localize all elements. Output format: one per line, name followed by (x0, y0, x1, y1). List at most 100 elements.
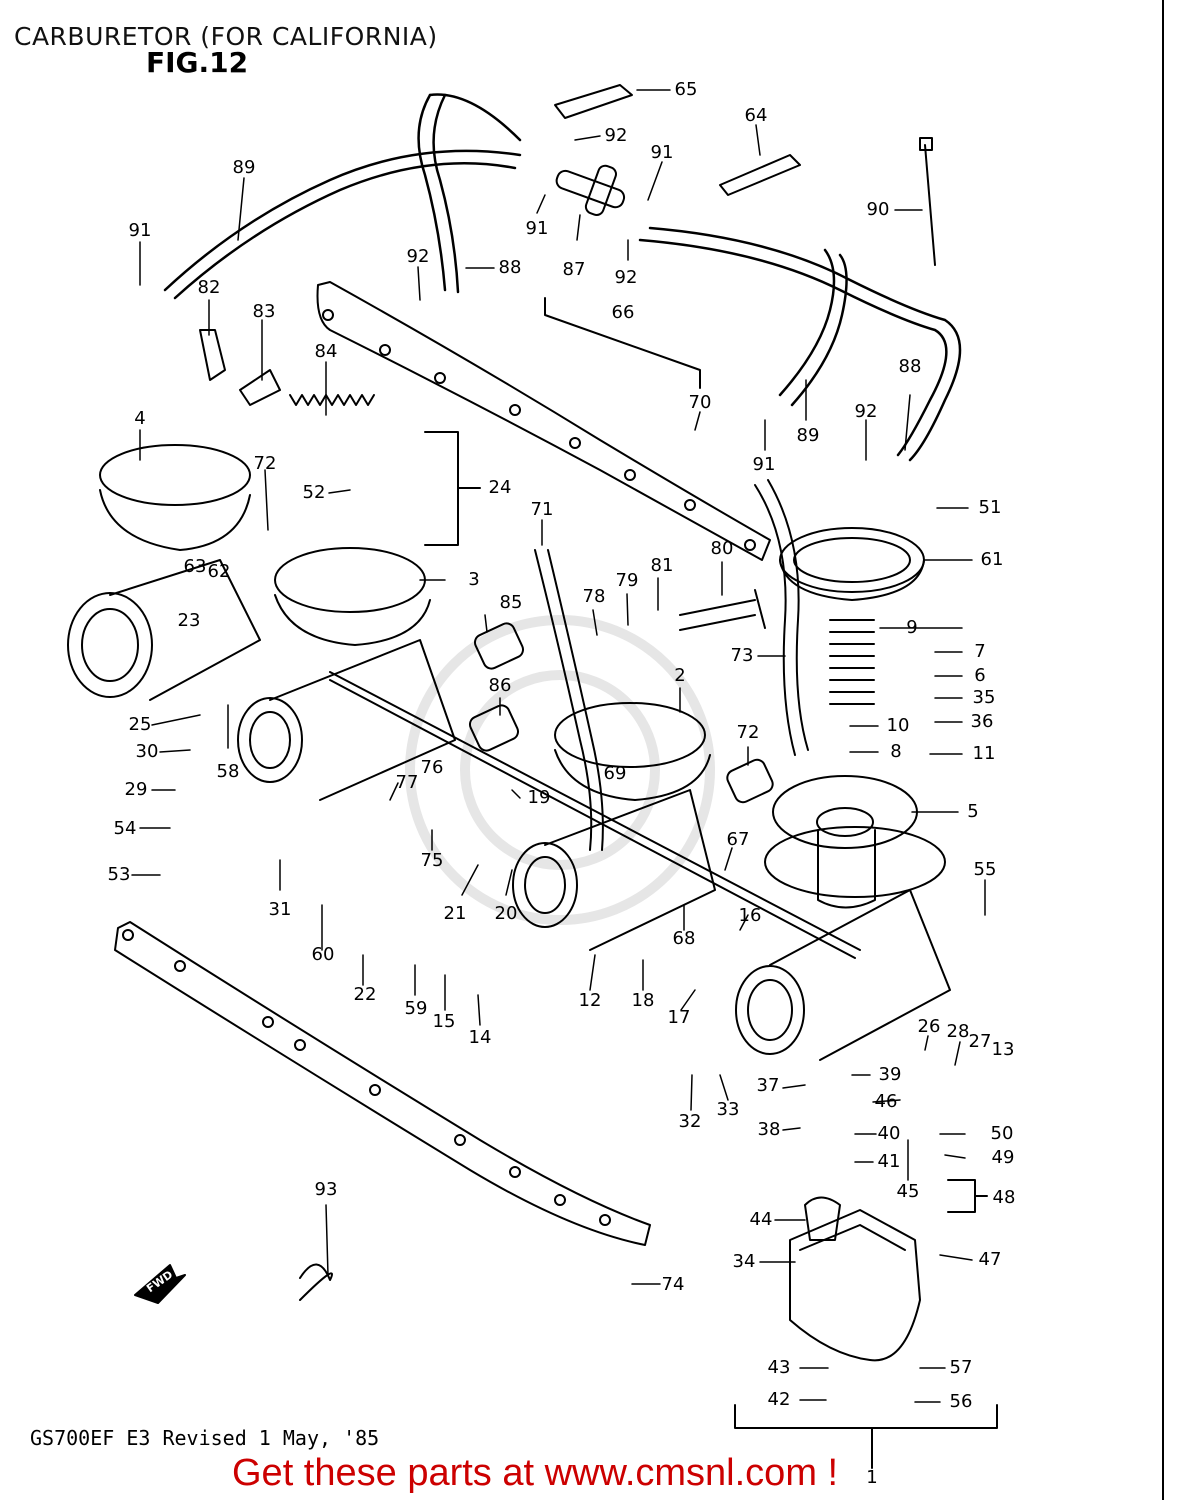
part-number: 74 (661, 1274, 685, 1295)
part-number: 47 (978, 1249, 1002, 1270)
part-number: 93 (314, 1179, 338, 1200)
part-number: 73 (730, 645, 754, 666)
part-number: 81 (650, 555, 674, 576)
part-number: 71 (530, 499, 554, 520)
tube-71 (534, 549, 593, 851)
part-number: 72 (253, 453, 277, 474)
part-number: 48 (992, 1187, 1016, 1208)
part-number: 52 (302, 482, 326, 503)
part-number: 77 (395, 772, 419, 793)
part-number: 53 (107, 864, 131, 885)
part-number: 31 (268, 899, 292, 920)
part-number: 92 (604, 125, 628, 146)
part-number: 82 (197, 277, 221, 298)
part-number: 25 (128, 714, 152, 735)
part-number: 92 (406, 246, 430, 267)
tube-73 (754, 484, 796, 756)
leader-lines (131, 89, 986, 1403)
hose-clamps (554, 84, 801, 196)
part-number: 56 (949, 1391, 973, 1412)
wire-clip-93 (299, 1263, 333, 1301)
bracket-82 (199, 329, 226, 381)
page-edge-rule (1162, 0, 1164, 1500)
upper-bracket-plate (316, 281, 771, 561)
part-number: 63 (183, 556, 207, 577)
part-number: 36 (970, 711, 994, 732)
part-number: 65 (674, 79, 698, 100)
part-number: 33 (716, 1099, 740, 1120)
tube-71b (547, 549, 604, 851)
lower-bracket-plate (114, 921, 651, 1246)
float-44 (804, 1196, 841, 1241)
part-number: 60 (311, 944, 335, 965)
part-number: 11 (972, 743, 996, 764)
upper-hoses (163, 93, 962, 462)
bracket-holes (322, 309, 756, 551)
part-number: 83 (252, 301, 276, 322)
diaphragm-piston-5 (764, 775, 946, 909)
shop-link-banner[interactable]: Get these parts at www.cmsnl.com ! (232, 1452, 839, 1494)
part-number: 45 (896, 1181, 920, 1202)
part-number: 67 (726, 829, 750, 850)
part-number: 35 (972, 687, 996, 708)
part-number: 22 (353, 984, 377, 1005)
part-number: 50 (990, 1123, 1014, 1144)
part-number: 59 (404, 998, 428, 1019)
part-number: 3 (468, 569, 480, 590)
lower-bracket-holes (122, 929, 611, 1226)
part-number: 23 (177, 610, 201, 631)
part-number: 80 (710, 538, 734, 559)
carburetor-2 (512, 702, 716, 951)
part-number: 14 (468, 1027, 492, 1048)
part-number: 4 (134, 408, 146, 429)
throttle-shaft (329, 671, 861, 951)
part-number: 75 (420, 850, 444, 871)
model-revision-note: GS700EF E3 Revised 1 May, '85 (30, 1426, 380, 1450)
sleeve-72 (726, 758, 774, 804)
part-number: 91 (650, 142, 674, 163)
part-number: 61 (980, 549, 1004, 570)
part-number: 68 (672, 928, 696, 949)
part-number: 91 (752, 454, 776, 475)
bracket-48 (947, 1179, 988, 1213)
t-joint-87 (555, 164, 626, 216)
part-number: 10 (886, 715, 910, 736)
throttle-shaft-2 (329, 679, 856, 959)
part-number: 92 (614, 267, 638, 288)
part-number: 91 (128, 220, 152, 241)
spring-9 (829, 619, 875, 705)
bracket-83 (239, 369, 281, 406)
part-number: 24 (488, 477, 512, 498)
part-number: 1 (866, 1467, 878, 1488)
part-number: 40 (877, 1123, 901, 1144)
carburetor-1 (735, 889, 951, 1061)
part-number: 70 (688, 392, 712, 413)
part-number: 17 (667, 1007, 691, 1028)
part-number: 29 (124, 779, 148, 800)
bracket-24 (424, 431, 481, 546)
part-number: 12 (578, 990, 602, 1011)
part-number: 89 (232, 157, 256, 178)
part-number: 84 (314, 341, 338, 362)
part-number: 34 (732, 1251, 756, 1272)
part-number: 54 (113, 818, 137, 839)
part-number: 32 (678, 1111, 702, 1132)
part-number: 91 (525, 218, 549, 239)
part-number: 39 (878, 1064, 902, 1085)
part-number: 2 (674, 665, 686, 686)
page-title: CARBURETOR (FOR CALIFORNIA) (14, 22, 438, 51)
part-number: 37 (756, 1075, 780, 1096)
part-number: 26 (917, 1016, 941, 1037)
part-number: 30 (135, 741, 159, 762)
cable-tie-head (919, 137, 933, 151)
part-number: 28 (946, 1021, 970, 1042)
part-number: 27 (968, 1031, 992, 1052)
part-number: 76 (420, 757, 444, 778)
part-number: 15 (432, 1011, 456, 1032)
part-number: 44 (749, 1209, 773, 1230)
part-number: 8 (890, 741, 902, 762)
spring-84 (289, 394, 375, 406)
tube-73b (767, 479, 809, 751)
